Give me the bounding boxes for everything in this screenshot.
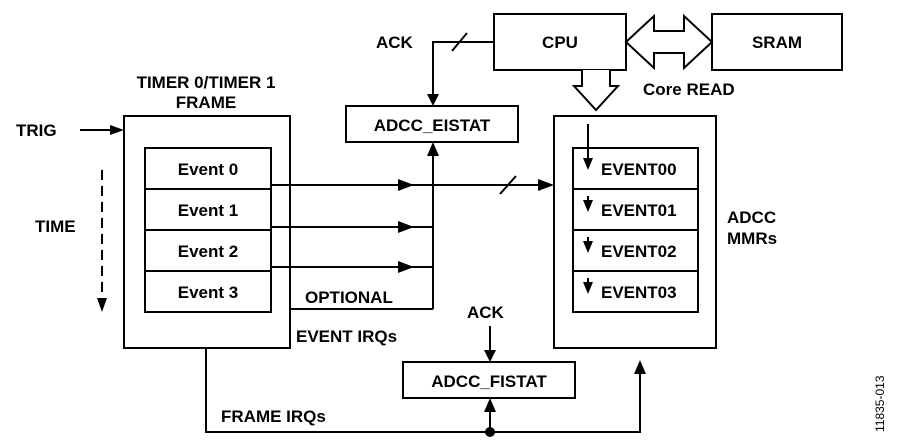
core-read-arrow — [571, 70, 621, 112]
optional-label: OPTIONAL — [305, 288, 393, 307]
frame-irqs-label: FRAME IRQs — [221, 407, 326, 426]
sram-box — [711, 13, 843, 71]
event-row — [144, 188, 272, 231]
ack-top-line — [432, 41, 494, 98]
mmr-register-label: EVENT03 — [601, 283, 677, 302]
adcc-fistat-box — [402, 361, 576, 399]
adcc-fistat-label: ADCC_FISTAT — [431, 372, 547, 391]
adcc-mmrs-label-line1: ADCC — [727, 208, 776, 227]
event-row-label: Event 3 — [178, 283, 238, 302]
event0-arrowhead-mid — [398, 179, 414, 191]
ack-top-label: ACK — [376, 33, 414, 52]
trig-arrowhead — [110, 125, 124, 135]
mmr-register-label: EVENT01 — [601, 201, 677, 220]
event-row — [144, 270, 272, 313]
ack-top-arrowhead — [427, 94, 439, 106]
event-bus-slash — [499, 175, 517, 195]
frame-irqs-fistat-arrowhead — [484, 398, 496, 412]
event-irqs-label: EVENT IRQs — [296, 327, 397, 346]
event-row-label: Event 2 — [178, 242, 238, 261]
event1-arrowhead — [398, 221, 414, 233]
time-label: TIME — [35, 217, 76, 236]
event-row-label: Event 1 — [178, 201, 238, 220]
event2-arrowhead — [398, 261, 414, 273]
ack-top-bus-slash — [451, 32, 468, 52]
mmr-register-row — [572, 229, 699, 272]
ack-bottom-arrowhead — [484, 350, 496, 362]
timer-frame-label-line2: FRAME — [176, 93, 236, 112]
mmr-register-label: EVENT00 — [601, 160, 677, 179]
event-row-label: Event 0 — [178, 160, 238, 179]
adcc-eistat-label: ADCC_EISTAT — [374, 116, 491, 135]
adcc-mmrs-label-line2: MMRs — [727, 229, 777, 248]
mmr-pointer-arrowhead — [583, 200, 593, 212]
eistat-junction-arrowhead — [427, 142, 439, 156]
mmr-pointer-arrowhead — [583, 241, 593, 253]
mmr-register-label: EVENT02 — [601, 242, 677, 261]
sram-label: SRAM — [752, 33, 802, 52]
ack-bottom-label: ACK — [467, 303, 505, 322]
mmr-pointer-arrowhead — [583, 282, 593, 294]
adcc-eistat-box — [345, 105, 519, 143]
frame-irqs-line — [205, 348, 641, 433]
event-list: Event 0 Event 1 Event 2 Event 3 — [144, 147, 272, 313]
timer-frame-label-line1: TIMER 0/TIMER 1 — [137, 73, 276, 92]
cpu-sram-bus-arrow — [624, 13, 714, 71]
mmr-pointer-arrowhead — [583, 158, 593, 170]
event0-arrowhead-mmr — [538, 179, 554, 191]
frame-irqs-mmr-arrowhead — [634, 360, 646, 374]
trig-label: TRIG — [16, 121, 57, 140]
figure-id: 11835-013 — [873, 375, 887, 432]
time-arrowhead — [97, 298, 107, 312]
mmr-register-list: EVENT00 EVENT01 EVENT02 EVENT03 — [572, 147, 699, 313]
event-row — [144, 229, 272, 272]
cpu-label: CPU — [542, 33, 578, 52]
frame-irqs-junction-dot — [485, 427, 495, 437]
core-read-label: Core READ — [643, 80, 735, 99]
mmr-register-row — [572, 147, 699, 190]
mmr-register-row — [572, 270, 699, 313]
